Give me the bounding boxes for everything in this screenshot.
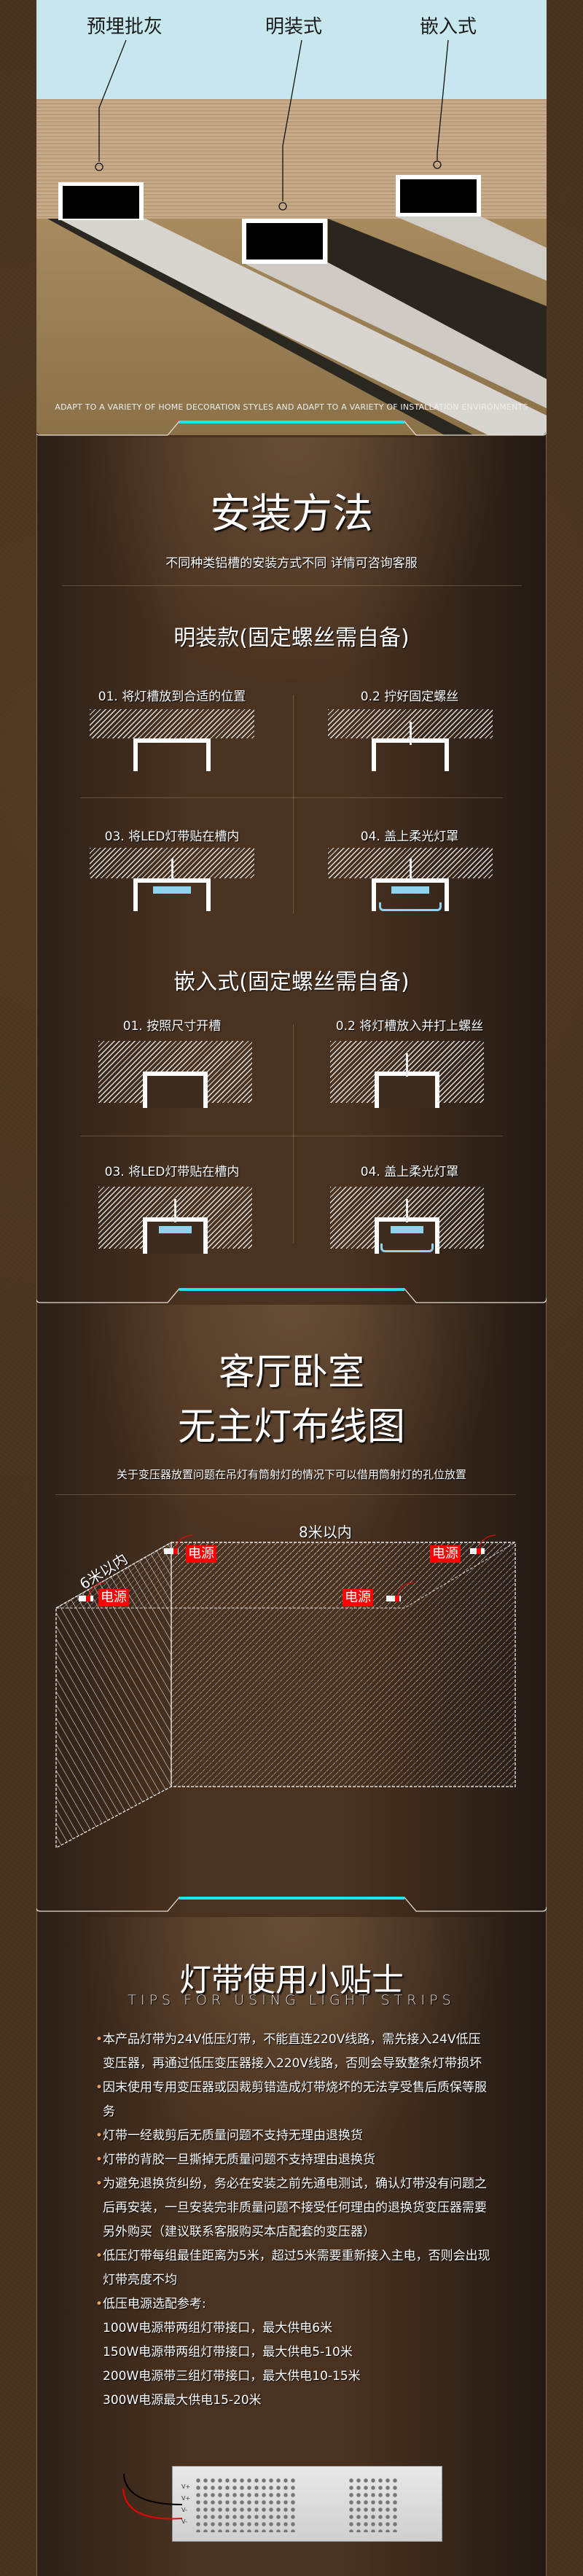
install-title: 安装方法 (210, 491, 373, 538)
tip-item: 因末使用专用变压器或因裁剪错造成灯带烧坏的无法享受售后质保等服务 (95, 2076, 490, 2124)
recessed-heading: 嵌入式(固定螺丝需自备) (173, 969, 410, 995)
cyan-accent-bar (179, 1288, 404, 1291)
grid-divider-v (293, 695, 294, 913)
recessed-step-2: 0.2 将灯槽放入并打上螺丝 (335, 1019, 484, 1034)
profile-recessed (396, 175, 481, 216)
power-supply-image: V+ V+ V- V- (172, 2466, 442, 2542)
led-strip (153, 886, 191, 894)
screw-icon (410, 859, 412, 882)
vent-holes (195, 2477, 297, 2532)
tip-item: 为避免退换货纠纷，务必在安装之前先通电测试，确认灯带没有问题之后再安装，一旦安装… (95, 2172, 490, 2244)
profile-diagram (375, 1072, 439, 1108)
tip-item: 本产品灯带为24V低压灯带，不能直连220V线路，需先接入24V低压变压器，再通… (95, 2028, 490, 2076)
profile-diagram (133, 878, 211, 911)
label-pre-embedded: 预埋批灰 (86, 16, 163, 38)
divider (55, 1494, 516, 1495)
frame-bottom (36, 1897, 547, 1912)
tip-item: 低压电源选配参考: (95, 2292, 490, 2317)
screw-icon (174, 1199, 176, 1222)
power-option: 150W电源带两组灯带接口，最大供电5-10米 (103, 2345, 353, 2360)
profiles-illustration (47, 39, 547, 435)
diffuser-cover (379, 902, 442, 911)
led-strip (391, 886, 429, 894)
wires (122, 2473, 182, 2520)
tip-item: 低压灯带每组最佳距离为5米，超过5米需要重新接入主电，否则会出现灯带亮度不均 (95, 2244, 490, 2292)
terminal-label: V+ (181, 2483, 191, 2490)
recessed-step-1: 01. 按照尺寸开槽 (122, 1019, 222, 1034)
hero-caption: ADAPT TO A VARIETY OF HOME DECORATION ST… (55, 402, 528, 412)
profile-diagram (372, 738, 449, 771)
terminal-label: V+ (181, 2495, 191, 2502)
profile-diagram (143, 1072, 208, 1108)
surface-step-4: 04. 盖上柔光灯罩 (360, 830, 459, 844)
screw-icon (171, 859, 173, 882)
terminal-label: V- (181, 2518, 187, 2525)
tips-subtitle-en: TIPS FOR USING LIGHT STRIPS (128, 1992, 455, 2008)
surface-step-2: 0.2 拧好固定螺丝 (360, 690, 459, 704)
frame-bottom (36, 1288, 547, 1303)
label-surface-mounted: 明装式 (265, 16, 323, 38)
divider (62, 585, 522, 586)
frame-bottom (36, 421, 547, 436)
install-subtitle: 不同种类铝槽的安装方式不同 详情可咨询客服 (165, 556, 418, 571)
cyan-accent-bar (179, 1897, 404, 1900)
ceiling-edge (54, 1542, 517, 1609)
surface-step-1: 01. 将灯槽放到合适的位置 (98, 690, 246, 704)
ceiling-hatch (90, 709, 254, 738)
recessed-step-3: 03. 将LED灯带贴在槽内 (104, 1165, 240, 1179)
power-option: 300W电源最大供电15-20米 (103, 2393, 262, 2408)
power-tag: 电源 (186, 1545, 216, 1563)
profile-diagram (133, 738, 211, 771)
power-tag: 电源 (343, 1589, 373, 1607)
terminal-label: V- (181, 2507, 187, 2513)
recessed-step-4: 04. 盖上柔光灯罩 (360, 1165, 459, 1179)
profile-surface (242, 219, 327, 264)
surface-step-3: 03. 将LED灯带贴在槽内 (104, 830, 240, 844)
power-connectors (79, 1534, 496, 1601)
room-wiring-diagram (54, 1534, 517, 1849)
tips-list: 本产品灯带为24V低压灯带，不能直连220V线路，需先接入24V低压变压器，再通… (95, 2028, 490, 2413)
diffuser-cover (380, 1244, 434, 1252)
led-strip (391, 1226, 423, 1233)
power-option: 200W电源带三组灯带接口，最大供电10-15米 (103, 2369, 361, 2384)
hero-image: 预埋批灰 明装式 嵌入式 ADAPT TO A VARIETY OF HOME … (36, 0, 547, 435)
screw-icon (410, 722, 412, 745)
tip-item: 灯带的背胶一旦撕掉无质量问题不支持理由退换货 (95, 2148, 490, 2172)
profile-diagram (372, 878, 449, 911)
grid-divider-h (80, 797, 503, 798)
profile-diagram (143, 1217, 208, 1254)
terminal-labels: V+ V+ V- V- (181, 2481, 190, 2528)
screw-icon (406, 1053, 408, 1077)
wiring-title-line2: 无主灯布线图 (177, 1405, 405, 1449)
power-tag: 电源 (430, 1545, 461, 1563)
surface-heading: 明装款(固定螺丝需自备) (173, 625, 410, 651)
width-label: 8米以内 (299, 1523, 352, 1541)
screw-icon (406, 1199, 408, 1222)
grid-divider-v (293, 1024, 294, 1243)
led-strip (159, 1226, 192, 1233)
cyan-accent-bar (179, 421, 404, 424)
wiring-subtitle: 关于变压器放置问题在吊灯有筒射灯的情况下可以借用筒射灯的孔位放置 (116, 1468, 466, 1481)
vent-holes (348, 2477, 399, 2532)
profile-embedded (58, 182, 144, 220)
wiring-title-line1: 客厅卧室 (219, 1351, 364, 1393)
tip-item: 灯带一经裁剪后无质量问题不支持无理由退换货 (95, 2124, 490, 2148)
tips-title: 灯带使用小贴士 (179, 1962, 404, 1999)
power-option: 100W电源带两组灯带接口，最大供电6米 (103, 2321, 333, 2335)
glow (36, 437, 547, 729)
sky (36, 0, 547, 99)
power-tag: 电源 (98, 1589, 129, 1607)
label-recessed: 嵌入式 (419, 16, 477, 38)
